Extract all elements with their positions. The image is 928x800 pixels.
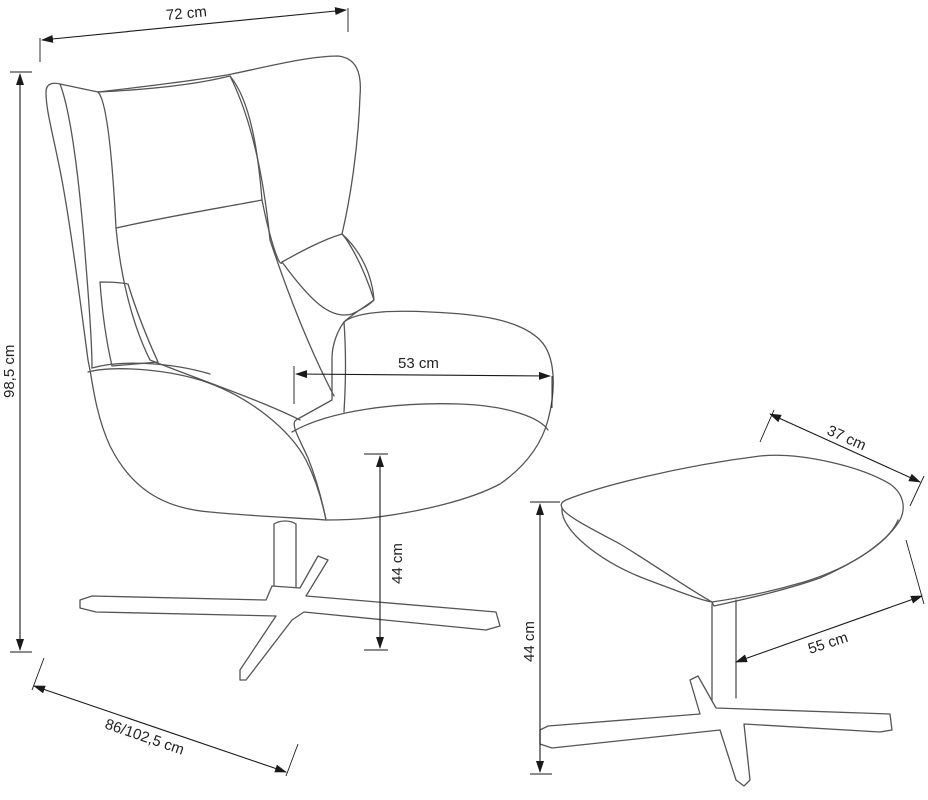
chair-back-cushion	[115, 199, 301, 421]
chair-right-wing	[281, 233, 375, 316]
chair-left-bolster	[99, 281, 159, 367]
chair-star-base	[79, 555, 501, 681]
label-seat-height: 44 cm	[389, 543, 406, 584]
dim-seat-depth: 53 cm	[293, 355, 553, 408]
dim-stool-width: 55 cm	[735, 539, 925, 663]
dim-stool-depth: 37 cm	[759, 409, 925, 507]
label-chair-width: 72 cm	[165, 3, 207, 24]
chair-front-shell-inner	[91, 362, 211, 375]
stool-star-base	[539, 675, 893, 787]
chair-armrest	[325, 310, 554, 521]
label-stool-height: 44 cm	[521, 621, 538, 662]
chair-front-shell	[87, 368, 327, 521]
label-seat-depth: 53 cm	[398, 355, 439, 372]
label-chair-height: 98,5 cm	[1, 345, 18, 398]
stool-cushion-side	[561, 507, 899, 607]
chair-back-seam	[229, 75, 335, 397]
dim-seat-height: 44 cm	[364, 453, 406, 651]
footstool-drawing	[539, 454, 904, 787]
armchair-drawing	[45, 55, 554, 681]
dim-chair-height: 98,5 cm	[1, 71, 32, 653]
chair-left-wing-inner	[97, 91, 117, 229]
dim-chair-width: 72 cm	[39, 3, 349, 62]
chair-back-shell	[45, 55, 375, 521]
chair-left-wing	[59, 83, 93, 369]
stool-cushion	[560, 454, 904, 603]
label-stool-depth: 37 cm	[824, 422, 868, 454]
chair-headrest	[97, 75, 263, 229]
label-stool-width: 55 cm	[806, 629, 850, 658]
dim-stool-height: 44 cm	[521, 501, 560, 775]
chair-seat-cushion	[291, 321, 549, 433]
stool-column	[711, 599, 737, 701]
label-chair-depth: 86/102,5 cm	[103, 716, 187, 759]
dim-chair-depth: 86/102,5 cm	[31, 657, 299, 777]
